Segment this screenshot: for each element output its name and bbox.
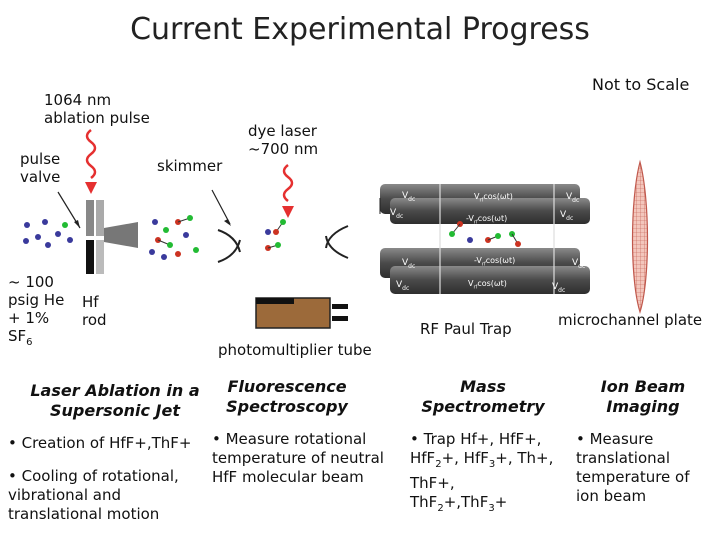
trap-label-vdc-8: Vdc [552,282,566,294]
ablation-bullet-1: • Creation of HfF+,ThF+ [8,434,192,452]
gas-molecules-left [23,219,73,248]
trap-label-vdc-4: Vdc [560,210,574,222]
trap-label-rf-mid: -Vrfcos(ωt) [466,214,508,226]
probe-molecules [265,219,286,251]
dye-laser-icon [282,164,294,218]
fluorescence-bullet: • Measure rotational temperature of neut… [212,430,384,486]
ablation-laser-icon [85,129,97,194]
pmt-label: photomultiplier tube [218,341,372,359]
second-aperture-icon [325,225,349,259]
rf-paul-trap-icon [379,184,590,294]
not-to-scale-note: Not to Scale [592,75,690,94]
ion-imaging-bullet: • Measure translational temperature of i… [576,430,690,505]
ablation-bullet-2: • Cooling of rotational, vibrational and… [8,467,179,523]
trap-label-rf-top: Vrfcos(ωt) [474,192,513,204]
skimmer-icon [217,229,241,263]
jet-molecules [149,215,199,260]
skimmer-label: skimmer [157,157,223,175]
mass-spec-bullet: • Trap Hf+, HfF+, HfF2+, HfF3+, Th+, ThF… [410,430,554,514]
trap-label-vdc-7: Vdc [396,280,410,292]
page-title: Current Experimental Progress [130,12,590,47]
mcp-label: microchannel plate [558,311,703,329]
paul-trap-label: RF Paul Trap [420,320,512,338]
trap-label-vdc-6: Vdc [572,258,586,270]
trap-label-rf-bot: Vrfcos(ωt) [468,279,507,291]
dye-laser-label: dye laser~700 nm [248,122,319,158]
trap-label-vdc-2: Vdc [566,192,580,204]
photomultiplier-tube-icon [255,297,348,329]
pulse-valve-icon [86,200,138,274]
microchannel-plate-icon [631,159,649,315]
trap-label-vdc-5: Vdc [402,258,416,270]
skimmer-pointer [211,189,231,225]
trap-label-rf-low: -Vrfcos(ωt) [474,256,516,268]
trap-label-vdc-3: Vdc [390,208,404,220]
gas-mixture-label: ~ 100 psig He + 1% SF6 [8,273,65,348]
trap-label-vdc-1: Vdc [402,191,416,203]
